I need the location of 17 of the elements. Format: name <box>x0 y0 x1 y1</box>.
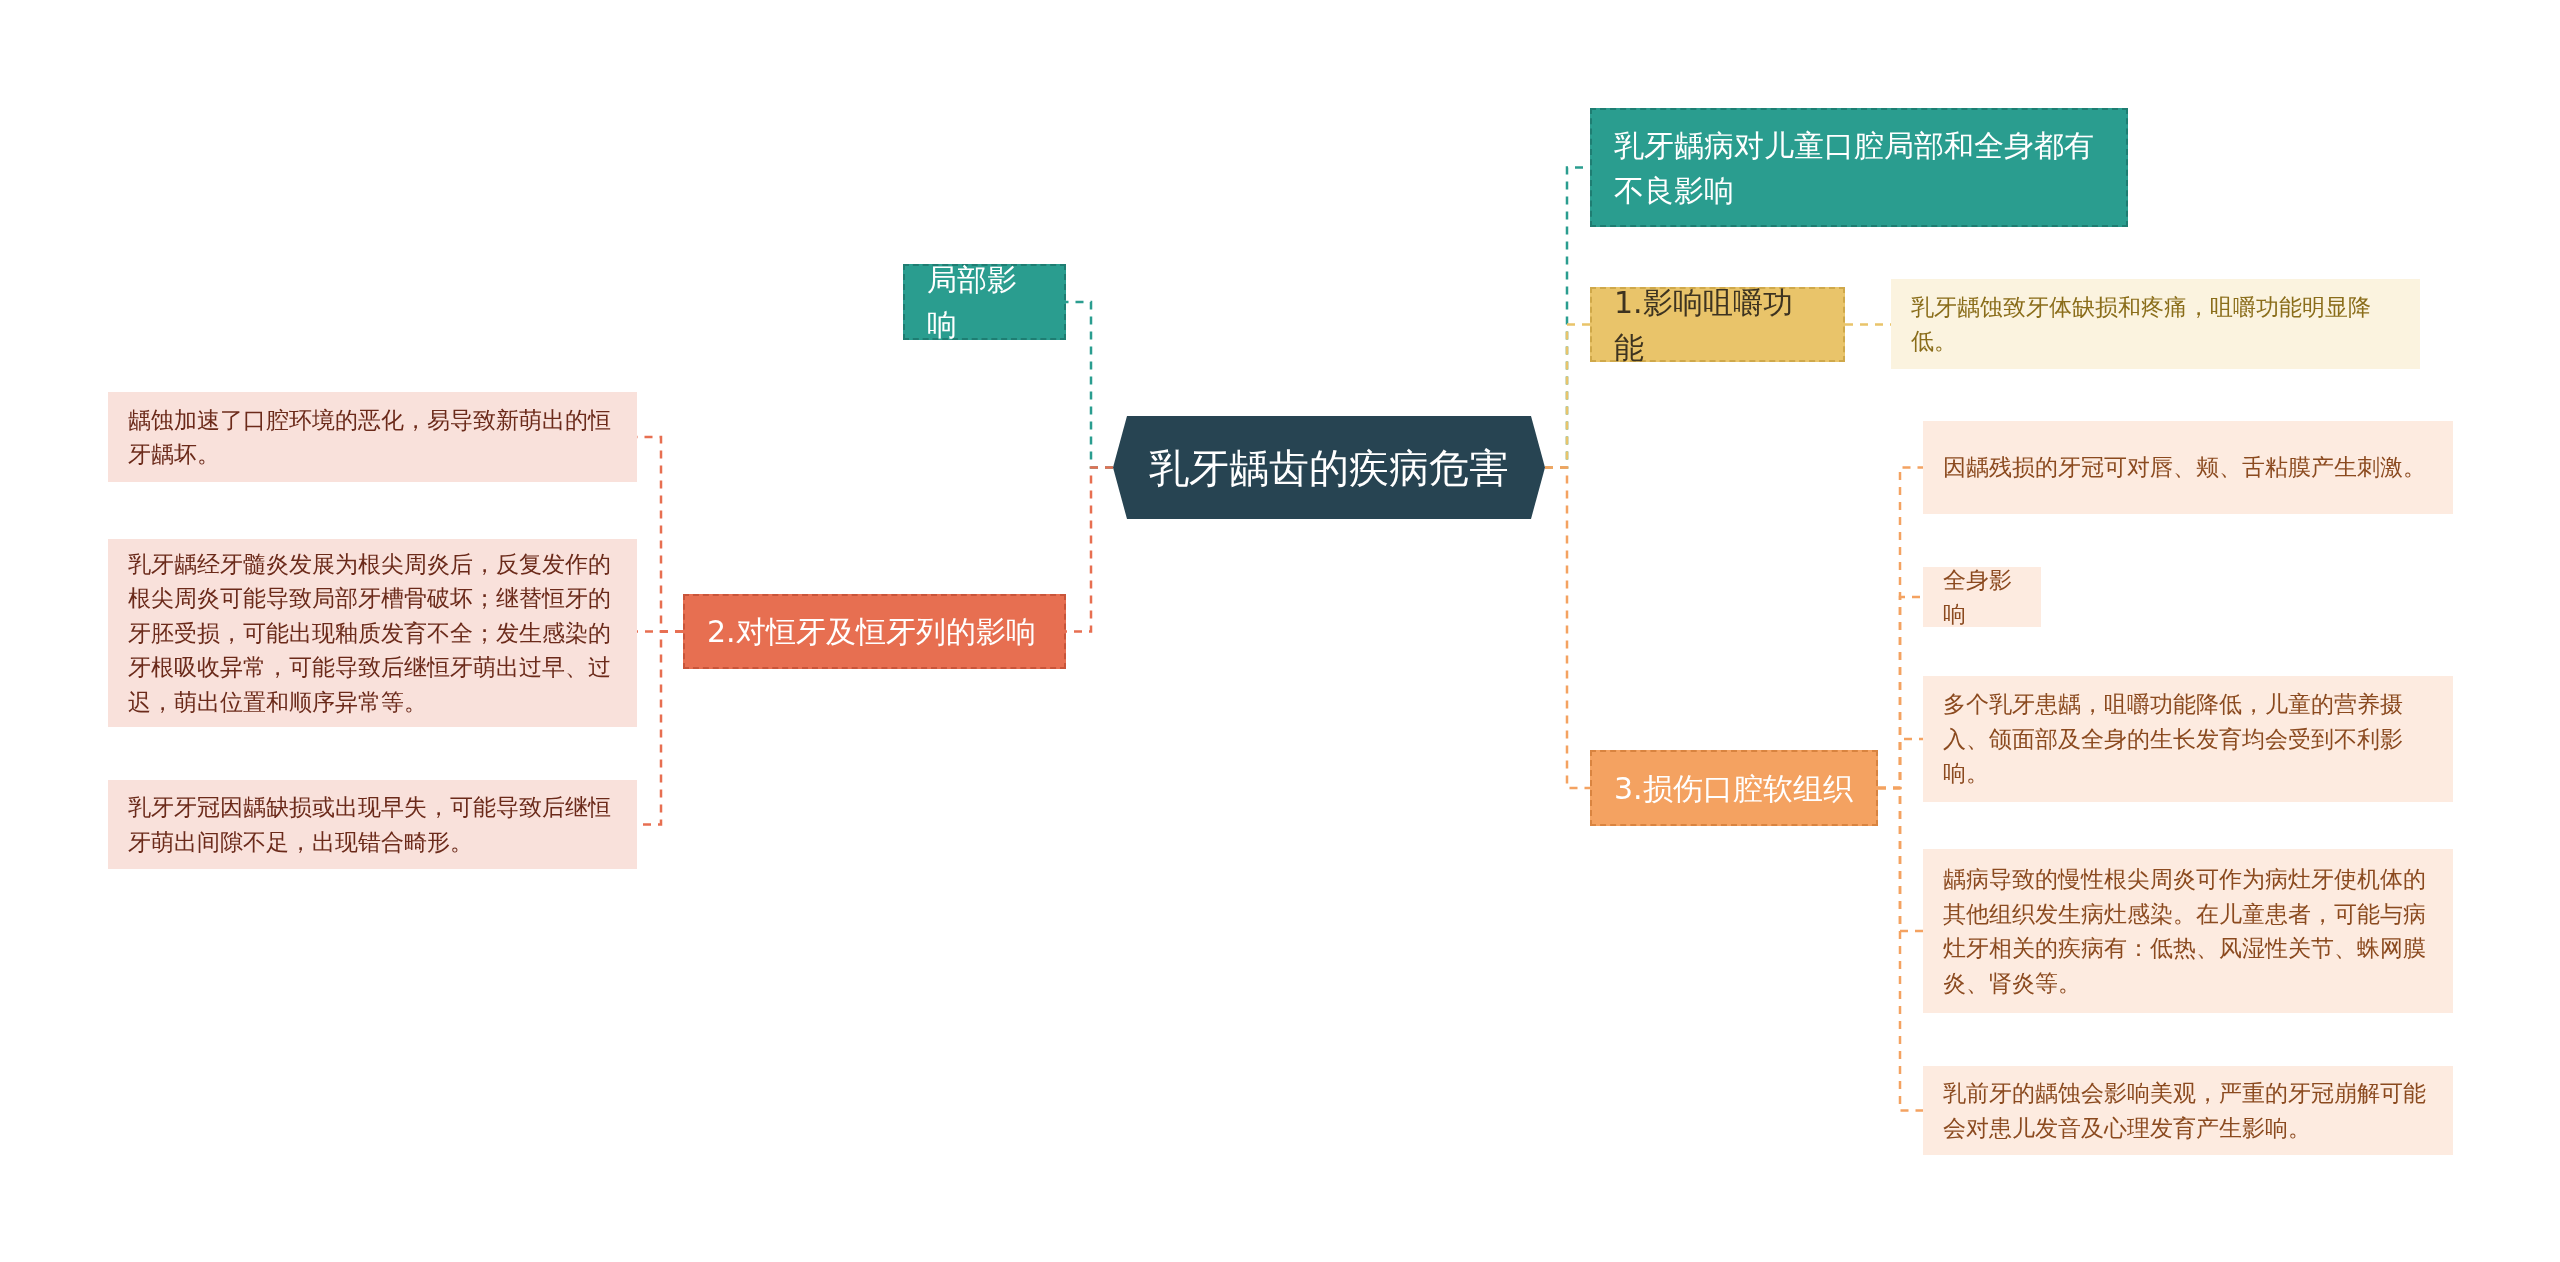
connector <box>1878 786 1923 1112</box>
note-box: 龋病导致的慢性根尖周炎可作为病灶牙使机体的其他组织发生病灶感染。在儿童患者，可能与病灶牙相关的疾病有：低热、风湿性关节、蛛网膜炎、肾炎等。 <box>1923 849 2453 1013</box>
note-box: 乳牙牙冠因龋缺损或出现早失，可能导致后继恒牙萌出间隙不足，出现错合畸形。 <box>108 780 637 869</box>
note-box: 乳牙龋经牙髓炎发展为根尖周炎后，反复发作的根尖周炎可能导致局部牙槽骨破坏；继替恒牙的牙胚受损，可能出现釉质发育不全；发生感染的牙根吸收异常，可能导致后继恒牙萌出过早、过迟，萌出位置和顺序异常等。 <box>108 539 637 727</box>
topic-box: 2.对恒牙及恒牙列的影响 <box>683 594 1066 669</box>
topic-box: 1.影响咀嚼功能 <box>1590 287 1845 362</box>
central-topic: 乳牙龋齿的疾病危害 <box>1113 416 1545 519</box>
connector <box>1545 466 1590 790</box>
note-box: 全身影响 <box>1923 567 2041 627</box>
topic-box: 乳牙龋病对儿童口腔局部和全身都有不良影响 <box>1590 108 2128 227</box>
note-box: 乳牙龋蚀致牙体缺损和疼痛，咀嚼功能明显降低。 <box>1891 279 2420 369</box>
note-box: 多个乳牙患龋，咀嚼功能降低，儿童的营养摄入、颌面部及全身的生长发育均会受到不利影响。 <box>1923 676 2453 802</box>
topic-box: 局部影响 <box>903 264 1066 340</box>
note-box: 龋蚀加速了口腔环境的恶化，易导致新萌出的恒牙龋坏。 <box>108 392 637 482</box>
note-box: 因龋残损的牙冠可对唇、颊、舌粘膜产生刺激。 <box>1923 421 2453 514</box>
note-box: 乳前牙的龋蚀会影响美观，严重的牙冠崩解可能会对患儿发音及心理发育产生影响。 <box>1923 1066 2453 1155</box>
topic-box: 3.损伤口腔软组织 <box>1590 750 1878 826</box>
